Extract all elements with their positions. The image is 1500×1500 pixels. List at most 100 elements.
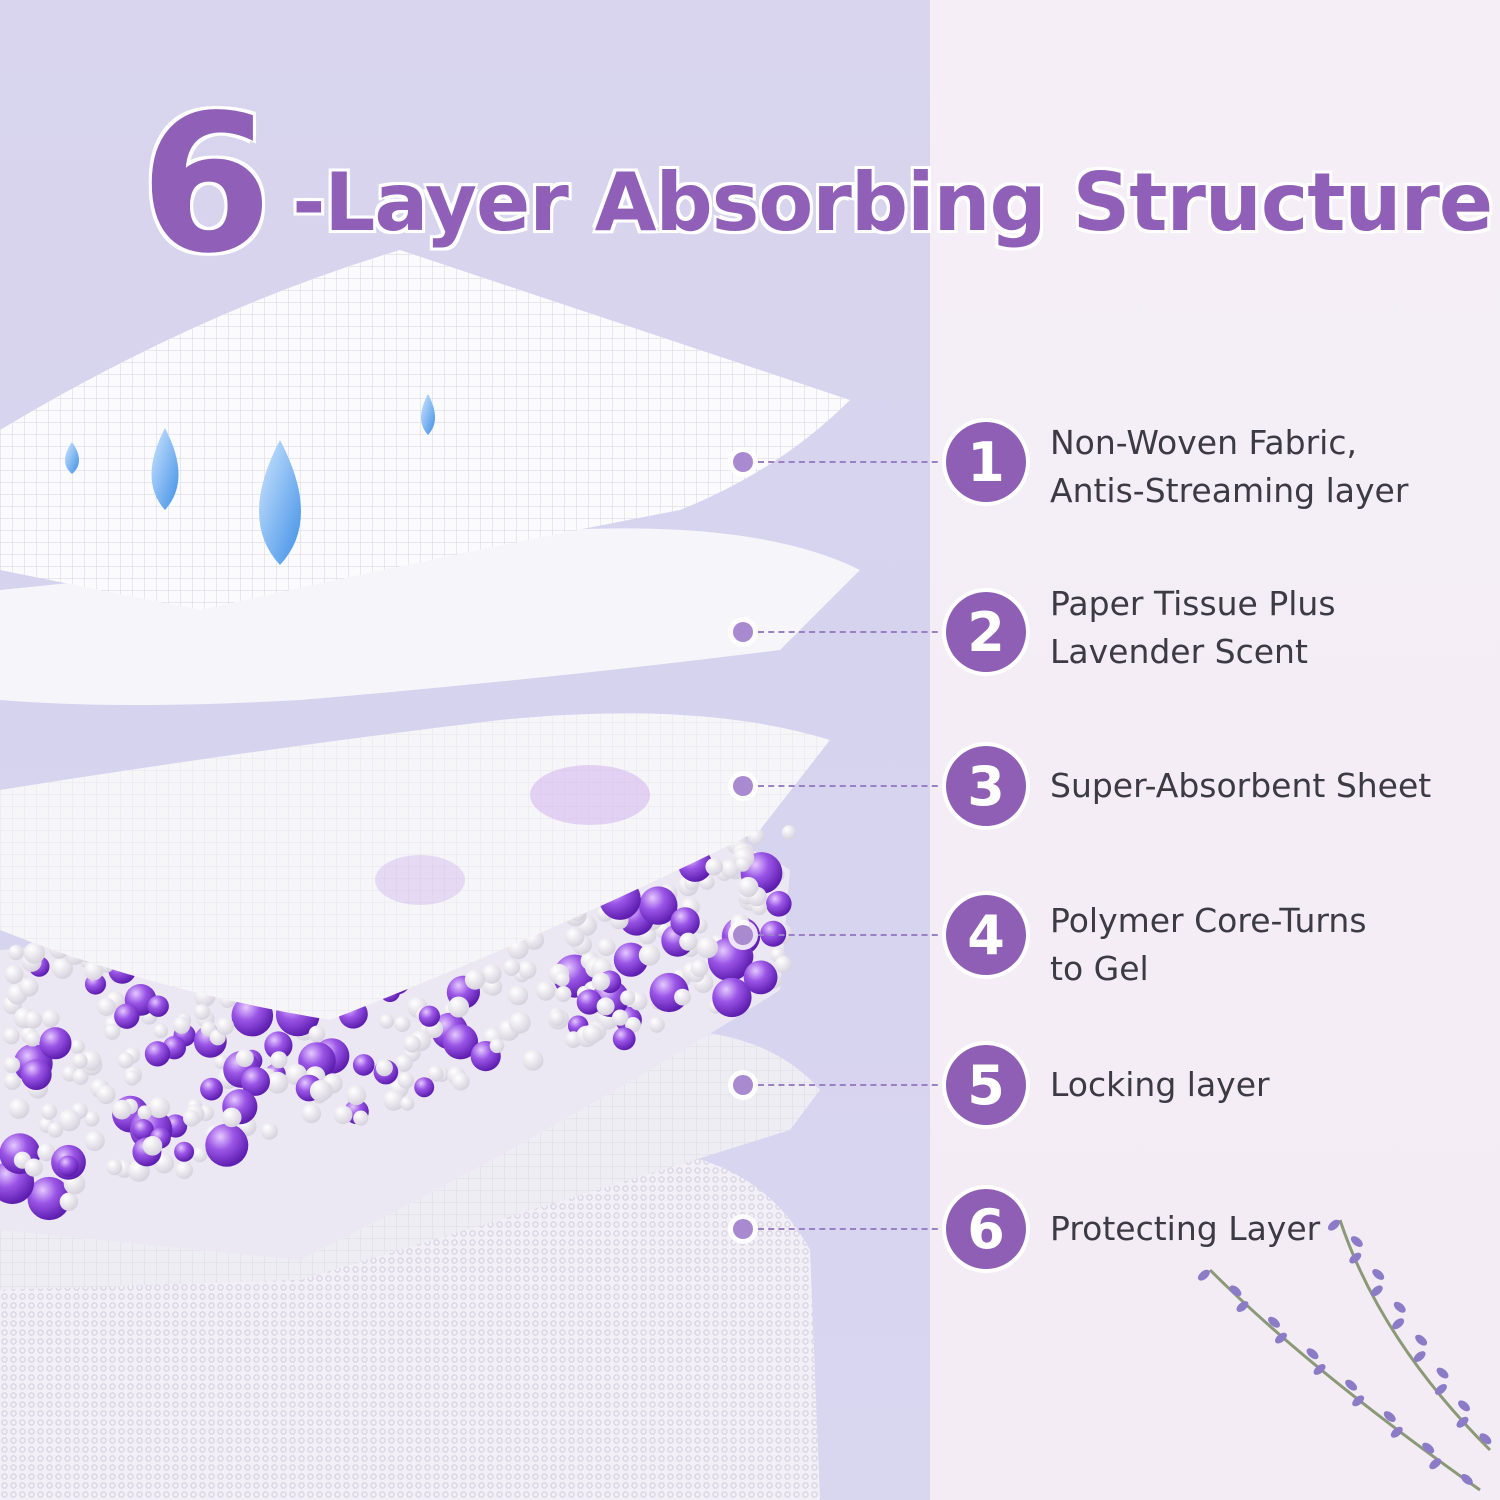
polymer-bead-purple xyxy=(639,886,678,925)
title-text: -Layer Absorbing Structure xyxy=(292,156,1493,249)
polymer-bead-white xyxy=(112,1099,132,1120)
layer-dot xyxy=(733,1075,753,1095)
polymer-bead-white xyxy=(308,1025,326,1043)
polymer-bead-purple xyxy=(414,1077,435,1098)
polymer-bead-white xyxy=(72,1053,88,1069)
polymer-bead-white xyxy=(24,1010,42,1029)
polymer-bead-white xyxy=(153,1023,169,1039)
layer-dot xyxy=(733,1219,753,1239)
polymer-bead-purple xyxy=(576,989,602,1015)
polymer-bead-white xyxy=(58,1109,81,1132)
lavender-bud xyxy=(1352,1395,1365,1407)
polymer-bead-purple xyxy=(418,1005,440,1027)
leader-line xyxy=(758,1228,948,1230)
polymer-bead-purple xyxy=(352,1054,375,1076)
polymer-bead-white xyxy=(395,1054,413,1072)
leader-line xyxy=(758,631,948,633)
polymer-bead-white xyxy=(235,1049,254,1068)
polymer-bead-white xyxy=(464,969,486,990)
layer-label: Protecting Layer xyxy=(1050,1205,1490,1253)
polymer-bead-white xyxy=(549,1010,565,1027)
number-badge-icon: 5 xyxy=(946,1045,1026,1125)
layer-dot xyxy=(733,622,753,642)
polymer-bead-white xyxy=(84,1111,100,1127)
polymer-bead-white xyxy=(270,1051,288,1069)
layer-dot xyxy=(733,925,753,945)
lavender-bud xyxy=(1435,1383,1447,1395)
layer-label-line: to Gel xyxy=(1050,949,1149,988)
polymer-bead-white xyxy=(47,1122,64,1138)
lavender-bud xyxy=(1370,1285,1383,1297)
layer-label: Paper Tissue Plus Lavender Scent xyxy=(1050,580,1490,676)
polymer-bead-white xyxy=(597,938,616,957)
layer-label: Locking layer xyxy=(1050,1061,1490,1109)
polymer-bead-purple xyxy=(144,1041,171,1067)
lavender-bud xyxy=(1436,1367,1449,1379)
polymer-bead-white xyxy=(148,1096,170,1119)
lavender-sprig-icon xyxy=(1197,1219,1492,1492)
lavender-bud xyxy=(1390,1426,1403,1438)
lavender-bud xyxy=(1392,1318,1405,1330)
layer-label-line: Paper Tissue Plus xyxy=(1050,584,1336,623)
polymer-bead-white xyxy=(216,1017,234,1036)
polymer-bead-white xyxy=(104,1023,121,1040)
layer-dot xyxy=(733,776,753,796)
polymer-bead-white xyxy=(117,1052,134,1069)
polymer-bead-white xyxy=(97,997,116,1017)
layer-label-line: Lavender Scent xyxy=(1050,632,1308,671)
lavender-bud xyxy=(1236,1301,1249,1312)
polymer-bead-white xyxy=(3,1027,20,1045)
polymer-bead-white xyxy=(400,1096,415,1111)
number-badge-icon: 4 xyxy=(946,895,1026,975)
polymer-bead-white xyxy=(37,1143,56,1162)
lavender-bud xyxy=(1229,1285,1242,1297)
polymer-bead-purple xyxy=(205,1123,249,1167)
polymer-bead-white xyxy=(59,1192,79,1211)
polymer-bead-white xyxy=(266,1071,289,1094)
polymer-bead-white xyxy=(620,990,636,1006)
polymer-bead-white xyxy=(83,960,104,981)
polymer-bead-white xyxy=(781,825,797,840)
polymer-bead-white xyxy=(427,1065,444,1082)
polymer-bead-white xyxy=(397,1072,415,1089)
polymer-bead-white xyxy=(696,936,719,959)
lavender-bud xyxy=(1268,1316,1280,1328)
lavender-bud xyxy=(1422,1442,1435,1454)
lavender-bud xyxy=(1372,1268,1385,1280)
polymer-bead-white xyxy=(596,997,615,1016)
polymer-bead-purple xyxy=(174,1141,195,1162)
polymer-bead-white xyxy=(221,1107,242,1128)
polymer-bead-purple xyxy=(57,1155,79,1177)
lavender-bud xyxy=(1383,1411,1396,1422)
polymer-bead-white xyxy=(591,972,611,991)
polymer-bead-white xyxy=(582,1024,602,1044)
polymer-bead-white xyxy=(124,1070,140,1086)
layer-label-line: Antis-Streaming layer xyxy=(1050,471,1409,510)
polymer-bead-purple xyxy=(39,1027,72,1060)
leader-line xyxy=(758,934,948,936)
polymer-bead-white xyxy=(19,977,39,997)
polymer-bead-white xyxy=(705,857,723,876)
polymer-bead-white xyxy=(353,1110,369,1126)
polymer-bead-white xyxy=(3,1056,21,1073)
number-badge-icon: 1 xyxy=(946,422,1026,502)
polymer-bead-white xyxy=(301,1103,322,1124)
leader-line xyxy=(758,1084,948,1086)
super-absorbent-sheet-illustration xyxy=(0,713,830,1020)
layer-label-line: Locking layer xyxy=(1050,1065,1270,1104)
polymer-bead-white xyxy=(172,1016,191,1034)
polymer-bead-purple xyxy=(264,1031,293,1060)
polymer-bead-purple xyxy=(147,995,169,1017)
lavender-bud xyxy=(1460,1473,1473,1485)
polymer-bead-white xyxy=(774,955,792,974)
polymer-bead-purple xyxy=(707,937,752,982)
polymer-bead-purple xyxy=(766,891,792,917)
layer-label: Non-Woven Fabric, Antis-Streaming layer xyxy=(1050,419,1490,515)
layer-label-line: Non-Woven Fabric, xyxy=(1050,423,1357,462)
polymer-bead-white xyxy=(536,981,556,1001)
lavender-bud xyxy=(1350,1236,1363,1247)
polymer-bead-white xyxy=(555,971,570,987)
polymer-bead-white xyxy=(738,876,759,898)
number-badge-icon: 2 xyxy=(946,592,1026,672)
polymer-bead-white xyxy=(638,944,661,966)
